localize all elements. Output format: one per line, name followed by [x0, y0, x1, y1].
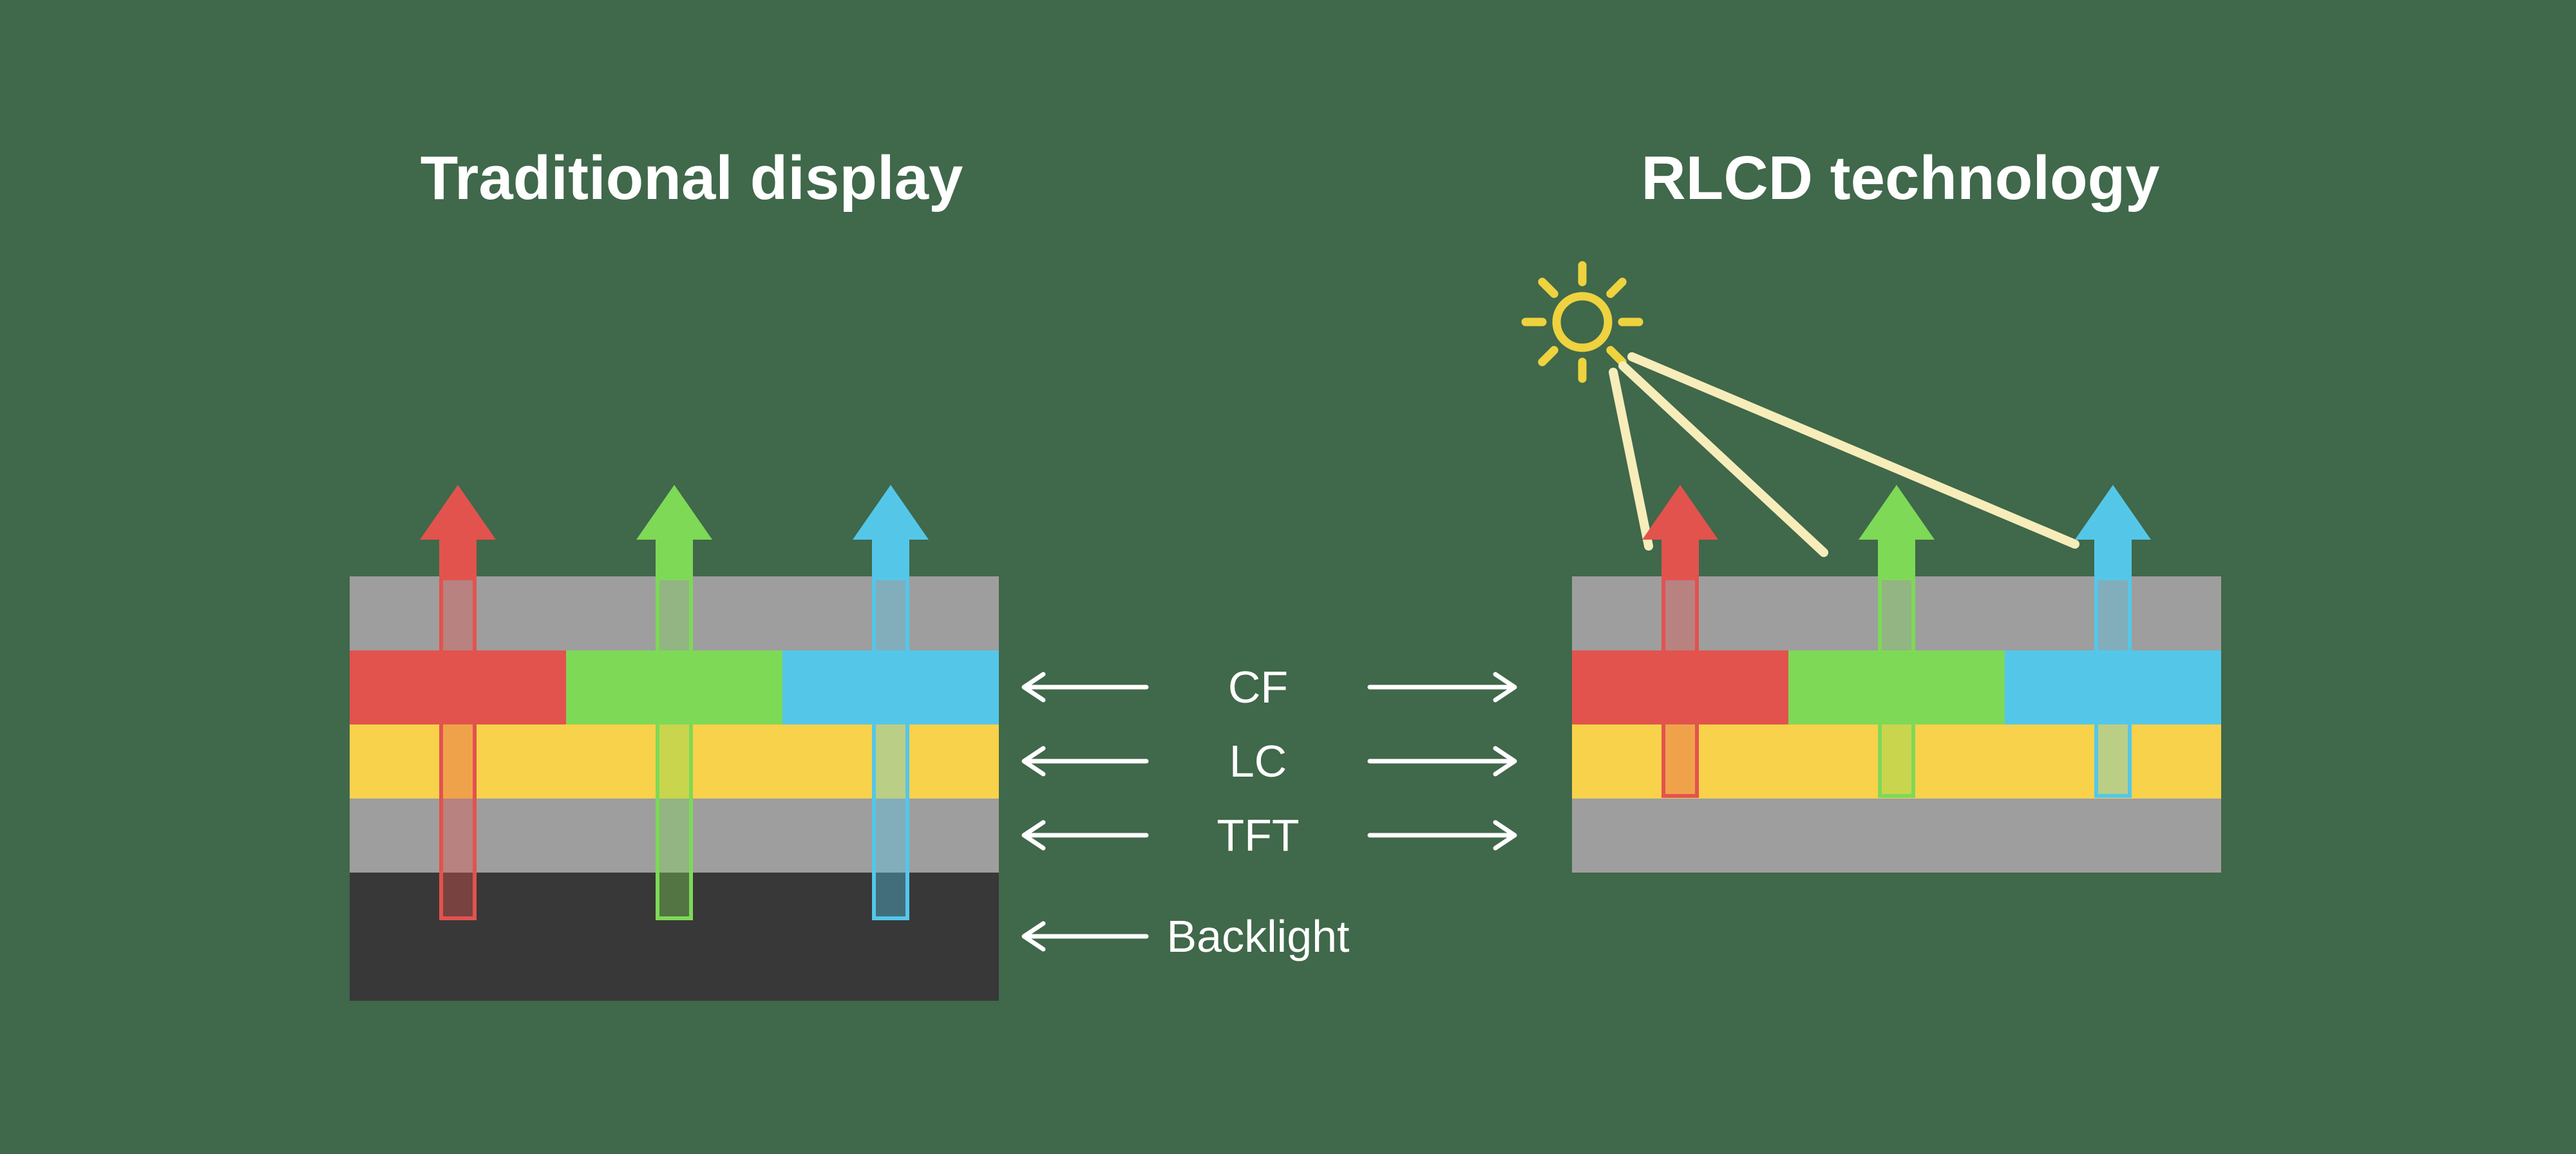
arrow-shaft-tint — [1878, 576, 1915, 798]
tft-label: TFT — [1217, 810, 1300, 860]
lc-layer — [350, 724, 999, 799]
cf-right-arrow-icon — [1367, 672, 1517, 703]
arrow-shaft — [872, 539, 909, 576]
rlcd-display-stack — [1572, 576, 2221, 873]
arrow-shaft-tint — [872, 576, 909, 920]
cf-segment-cyan — [782, 650, 999, 724]
cf-segment-green — [1788, 650, 2005, 724]
arrow-head — [1642, 485, 1718, 540]
arrow-head — [853, 485, 929, 540]
arrow-head — [1859, 485, 1935, 540]
tft-right-arrow-icon — [1367, 820, 1517, 851]
cf-segment-cyan — [2005, 650, 2221, 724]
tft-layer — [350, 799, 999, 873]
arrow-head — [420, 485, 496, 540]
backlight-layer — [350, 873, 999, 1001]
glass-layer — [350, 576, 999, 650]
title-rlcd-technology: RLCD technology — [1641, 144, 2160, 213]
cf-segment-red — [1572, 650, 1788, 724]
arrow-shaft-tint — [439, 576, 477, 920]
traditional-display-stack — [350, 576, 999, 1001]
title-traditional-display: Traditional display — [420, 144, 963, 213]
sunlight-beam — [1627, 352, 2079, 549]
lc-right-arrow-icon — [1367, 746, 1517, 777]
arrow-shaft — [2094, 539, 2132, 576]
sunlight-beam — [1609, 368, 1653, 551]
lc-label-row: LC — [1016, 735, 1522, 787]
cf-left-arrow-icon — [1021, 672, 1149, 703]
arrow-shaft-tint — [2094, 576, 2132, 798]
backlight-label: Backlight — [1166, 911, 1350, 961]
sunlight-beam — [1618, 361, 1828, 557]
sun-icon — [1521, 261, 1643, 383]
cf-layer — [350, 650, 999, 724]
cf-label: CF — [1227, 662, 1289, 712]
arrow-shaft — [1662, 539, 1699, 576]
lc-label: LC — [1229, 736, 1287, 786]
arrow-shaft-tint — [1662, 576, 1699, 798]
arrow-head — [636, 485, 712, 540]
arrow-shaft — [439, 539, 477, 576]
green-light-up-arrow-icon — [636, 485, 712, 920]
arrow-shaft-tint — [656, 576, 693, 920]
glass-layer — [1572, 576, 2221, 650]
cf-segment-green — [566, 650, 782, 724]
lc-layer — [1572, 724, 2221, 799]
tft-layer — [1572, 799, 2221, 873]
cf-layer — [1572, 650, 2221, 724]
backlight-left-arrow-icon — [1021, 921, 1149, 952]
cyan-light-up-arrow-icon — [2075, 485, 2151, 798]
tft-left-arrow-icon — [1021, 820, 1149, 851]
red-light-up-arrow-icon — [1642, 485, 1718, 798]
red-light-up-arrow-icon — [420, 485, 496, 920]
backlight-label-row: Backlight — [1016, 911, 1522, 962]
lc-left-arrow-icon — [1021, 746, 1149, 777]
arrow-shaft — [1878, 539, 1915, 576]
arrow-shaft — [656, 539, 693, 576]
cf-segment-red — [350, 650, 566, 724]
cf-label-row: CF — [1016, 661, 1522, 713]
cyan-light-up-arrow-icon — [853, 485, 929, 920]
green-light-up-arrow-icon — [1859, 485, 1935, 798]
arrow-head — [2075, 485, 2151, 540]
tft-label-row: TFT — [1016, 809, 1522, 861]
